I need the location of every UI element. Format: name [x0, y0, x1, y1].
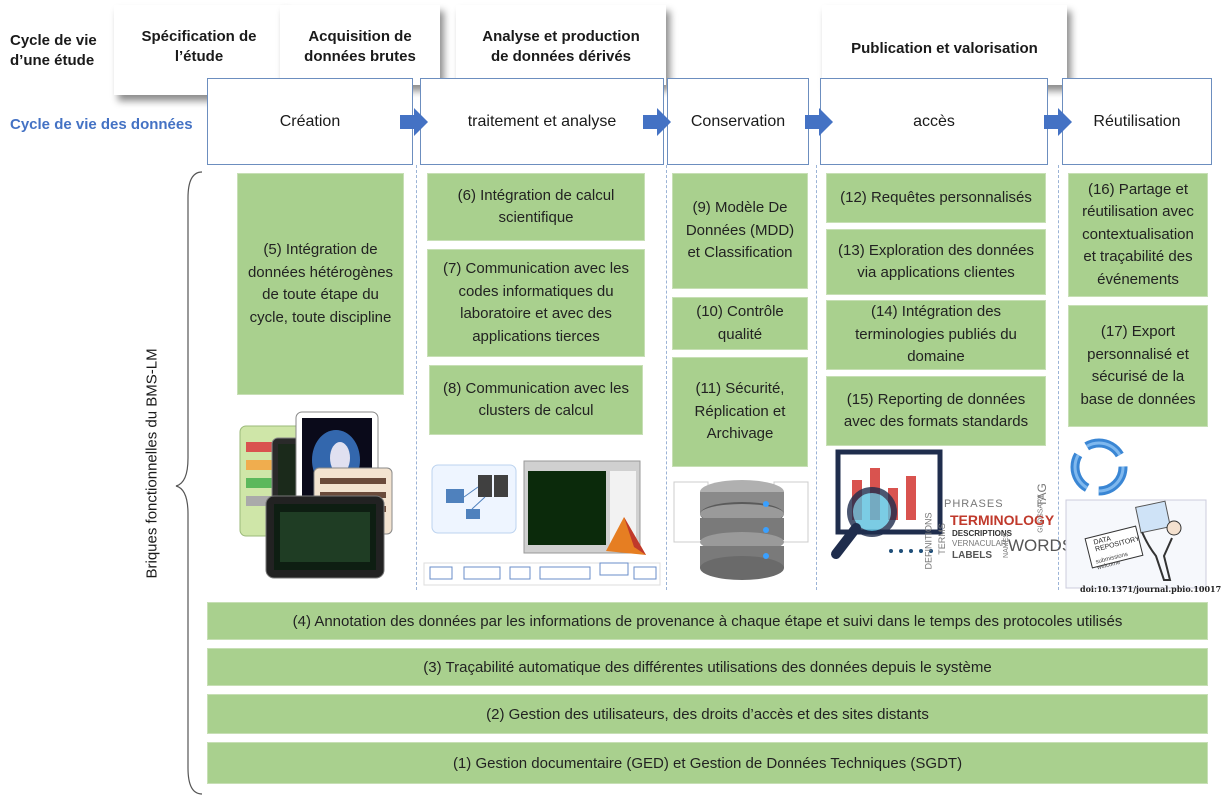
- brick-6: (6) Intégration de calcul scientifique: [427, 173, 645, 241]
- arrow-right-icon: [643, 108, 671, 136]
- recycle-icon: [1070, 438, 1128, 496]
- word-descriptions: DESCRIPTIONS: [952, 529, 1013, 538]
- brick-1: (1) Gestion documentaire (GED) et Gestio…: [207, 742, 1208, 784]
- imaging-data-illustration: [239, 411, 393, 579]
- stage-creation: Création: [207, 78, 413, 165]
- word-labels: LABELS: [952, 550, 992, 561]
- brick-3: (3) Traçabilité automatique des différen…: [207, 648, 1208, 686]
- brick-4: (4) Annotation des données par les infor…: [207, 602, 1208, 640]
- phase-publication: Publication et valorisation: [822, 5, 1067, 85]
- stage-access: accès: [820, 78, 1048, 165]
- brick-2: (2) Gestion des utilisateurs, des droits…: [207, 694, 1208, 734]
- word-glossary: GLOSSARY: [1037, 494, 1045, 533]
- data-repository-cartoon: [1065, 499, 1207, 589]
- brick-15: (15) Reporting de données avec des forma…: [826, 376, 1046, 446]
- doi-caption: doi:10.1371/journal.pbio.10017: [1080, 584, 1221, 594]
- brick-8: (8) Communication avec les clusters de c…: [429, 365, 643, 435]
- brick-5: (5) Intégration de données hétérogènes d…: [237, 173, 404, 395]
- brick-10: (10) Contrôle qualité: [672, 297, 808, 350]
- study-cycle-label: Cycle de vie d’une étude: [10, 32, 97, 70]
- brick-17: (17) Export personnalisé et sécurisé de …: [1068, 305, 1208, 427]
- dots-icon: [889, 549, 933, 553]
- brick-11: (11) Sécurité, Réplication et Archivage: [672, 357, 808, 467]
- brick-12: (12) Requêtes personnalisés: [826, 173, 1046, 223]
- word-names: NAMES: [1002, 533, 1010, 558]
- word-terms: TERMS: [936, 523, 947, 555]
- word-words: WORDS: [1008, 536, 1074, 555]
- word-phrases: PHRASES: [944, 498, 1004, 510]
- brick-13: (13) Exploration des données via applica…: [826, 229, 1046, 295]
- column-separator: [816, 165, 817, 590]
- word-terminology: TERMINOLOGY: [950, 512, 1055, 528]
- database-icon: [673, 480, 809, 580]
- arrow-right-icon: [1044, 108, 1072, 136]
- data-cycle-label: Cycle de vie des données: [10, 116, 193, 133]
- arrow-right-icon: [805, 108, 833, 136]
- arrow-right-icon: [400, 108, 428, 136]
- brick-9: (9) Modèle De Données (MDD) et Classific…: [672, 173, 808, 289]
- phase-acquisition: Acquisition de données brutes: [280, 5, 440, 85]
- side-label: Briques fonctionnelles du BMS-LM: [143, 348, 161, 579]
- phase-analysis: Analyse et production de données dérivés: [456, 5, 666, 85]
- column-separator: [416, 165, 417, 590]
- reporting-illustration: [831, 449, 943, 559]
- brick-14: (14) Intégration des terminologies publi…: [826, 300, 1046, 370]
- column-separator: [666, 165, 667, 590]
- phase-specification: Spécification de l’étude: [114, 5, 284, 95]
- column-separator: [1058, 165, 1059, 590]
- word-definitions: DEFINITIONS: [923, 512, 934, 570]
- brick-16: (16) Partage et réutilisation avec conte…: [1068, 173, 1208, 297]
- curly-brace-icon: [175, 171, 203, 795]
- stage-processing: traitement et analyse: [420, 78, 664, 165]
- stage-reuse: Réutilisation: [1062, 78, 1212, 165]
- brick-7: (7) Communication avec les codes informa…: [427, 249, 645, 357]
- terminology-word-cloud: PHRASES TERMINOLOGY DESCRIPTIONS VERNACU…: [924, 483, 1074, 588]
- word-vernacular: VERNACULAR: [952, 539, 1007, 548]
- computing-illustration: [423, 460, 661, 586]
- stage-conservation: Conservation: [667, 78, 809, 165]
